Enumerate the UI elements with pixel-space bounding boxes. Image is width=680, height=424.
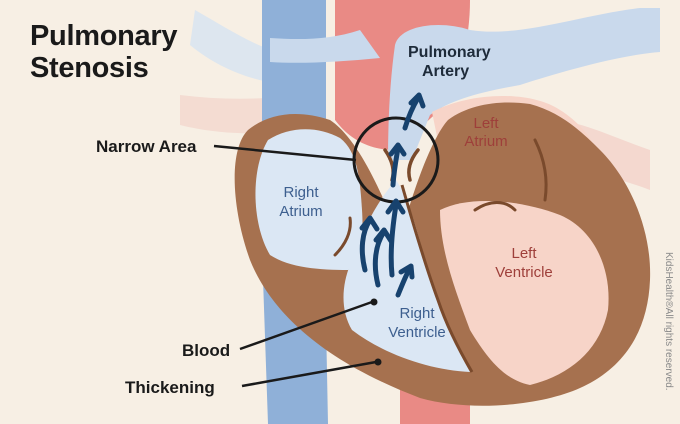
tricuspid-valve-flap [333, 216, 352, 257]
narrow-area-label: Narrow Area [96, 137, 197, 156]
title-line-1: Pulmonary [30, 20, 178, 52]
copyright-credit: KidsHealth®All rights reserved. [663, 252, 674, 391]
right-atrium-chamber [255, 129, 363, 270]
thickening-leader-dot [374, 358, 382, 366]
thickening-label: Thickening [125, 378, 215, 397]
blood-label: Blood [182, 341, 230, 360]
left-atrium-label-line2: Atrium [464, 133, 507, 150]
blood-flow-arrows [359, 92, 426, 298]
narrow-area-leader [213, 144, 357, 162]
pulmonary-artery-branch-left [270, 30, 380, 63]
left-ventricle-chamber [440, 200, 609, 385]
pulmonary-valve-right-flap [407, 148, 420, 182]
diagram-title: Pulmonary Stenosis [30, 20, 177, 84]
flow-arrow-2-head [373, 227, 394, 244]
left-atrium-label-line1: Left [473, 115, 499, 132]
left-ventricle-label-line1: Left [511, 245, 537, 262]
pulmonary-artery [388, 8, 660, 160]
pulmonary-artery-label-line2: Artery [422, 63, 469, 80]
flow-arrow-5-head [388, 142, 407, 157]
left-atrium-wall [533, 138, 548, 202]
septum-outline [400, 184, 474, 373]
blood-leader-dot [370, 298, 378, 306]
pulmonary-artery-label-line1: Pulmonary [408, 44, 491, 61]
right-atrium-label-line1: Right [283, 184, 319, 201]
flow-arrow-4-head [398, 263, 415, 280]
left-ventricle-label-line2: Ventricle [495, 264, 553, 281]
blood-leader [239, 300, 373, 351]
flow-arrow-1-head [359, 215, 380, 232]
title-line-2: Stenosis [30, 52, 149, 84]
thickening-leader [241, 360, 377, 388]
right-ventricle-label-line1: Right [399, 305, 435, 322]
mitral-valve-flap [473, 201, 517, 212]
flow-arrow-3 [388, 202, 399, 278]
flow-arrow-3-head [385, 198, 406, 215]
flow-arrow-6-head [408, 92, 426, 109]
right-ventricle-label-line2: Ventricle [388, 324, 446, 341]
right-atrium-label-line2: Atrium [279, 203, 322, 220]
flow-arrow-5 [390, 145, 401, 188]
